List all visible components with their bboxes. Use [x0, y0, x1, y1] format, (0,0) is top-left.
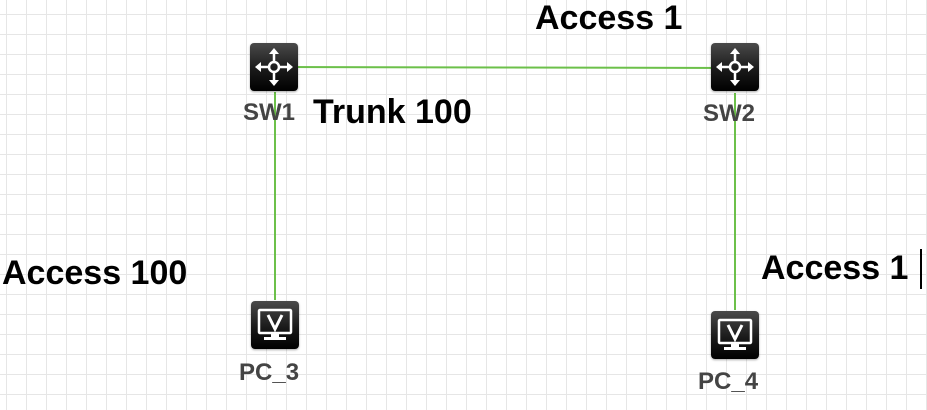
node-label-sw2: SW2 — [703, 100, 756, 127]
port-label-sw2-access[interactable]: Access 1 — [535, 0, 683, 37]
switch-icon — [250, 43, 298, 91]
node-label-sw1: SW1 — [243, 99, 296, 126]
port-label-pc3-access[interactable]: Access 100 — [2, 254, 188, 292]
text-cursor — [920, 249, 922, 289]
node-label-pc3: PC_3 — [239, 359, 300, 386]
node-label-pc4: PC_4 — [698, 368, 759, 395]
pc-monitor-icon — [251, 301, 299, 349]
port-label-sw1-trunk[interactable]: Trunk 100 — [313, 93, 472, 131]
link-sw1-sw2[interactable] — [274, 66, 736, 69]
switch-icon — [711, 43, 759, 91]
port-label-pc4-access[interactable]: Access 1 — [761, 249, 909, 287]
pc-monitor-icon — [711, 311, 759, 359]
